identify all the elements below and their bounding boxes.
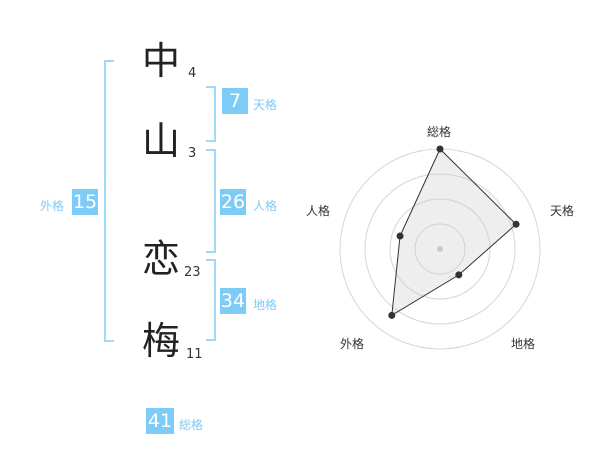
chikaku-badge: 34 (220, 288, 246, 314)
tenkaku-value: 7 (228, 90, 242, 112)
radar-point (436, 145, 444, 153)
radar-axis-label: 地格 (511, 337, 536, 351)
radar-point (512, 220, 520, 228)
radar-point (455, 271, 463, 279)
radar-grid-ring (414, 223, 466, 275)
chikaku-value: 34 (220, 290, 246, 312)
radar-grid-ring (389, 198, 491, 300)
gaikaku-label: 外格 (40, 199, 65, 213)
jinkaku-bracket (206, 149, 216, 253)
radar-axis-label: 天格 (550, 204, 575, 218)
tenkaku-badge: 7 (222, 88, 248, 114)
tenkaku-label: 天格 (253, 98, 278, 112)
gaikaku-value: 15 (72, 191, 98, 213)
gaikaku-badge: 15 (72, 189, 98, 215)
tenkaku-bracket (206, 86, 216, 142)
name-char-2: 山 (142, 119, 181, 163)
name-char-3: 恋 (142, 237, 181, 281)
name-char-3-strokes: 23 (184, 265, 201, 280)
name-char-1: 中 (142, 39, 181, 83)
jinkaku-label: 人格 (253, 199, 278, 213)
name-char-1-strokes: 4 (188, 66, 197, 81)
jinkaku-value: 26 (220, 191, 246, 213)
soukaku-value: 41 (147, 410, 173, 432)
jinkaku-badge: 26 (220, 189, 246, 215)
radar-center-dot (437, 246, 443, 252)
radar-point (396, 232, 404, 240)
name-char-4-strokes: 11 (186, 347, 203, 362)
radar-axis-label: 総格 (427, 125, 452, 139)
radar-axis-label: 人格 (306, 204, 331, 218)
soukaku-badge: 41 (146, 408, 174, 434)
name-char-4: 梅 (142, 319, 181, 363)
radar-point (388, 311, 396, 319)
chikaku-label: 地格 (253, 298, 278, 312)
radar-value-polygon (391, 148, 517, 317)
gaikaku-bracket (104, 60, 114, 342)
chikaku-bracket (206, 259, 216, 341)
name-char-2-strokes: 3 (188, 146, 197, 161)
soukaku-label: 総格 (179, 418, 204, 432)
radar-grid-ring (364, 173, 516, 325)
radar-axis-label: 外格 (340, 337, 365, 351)
